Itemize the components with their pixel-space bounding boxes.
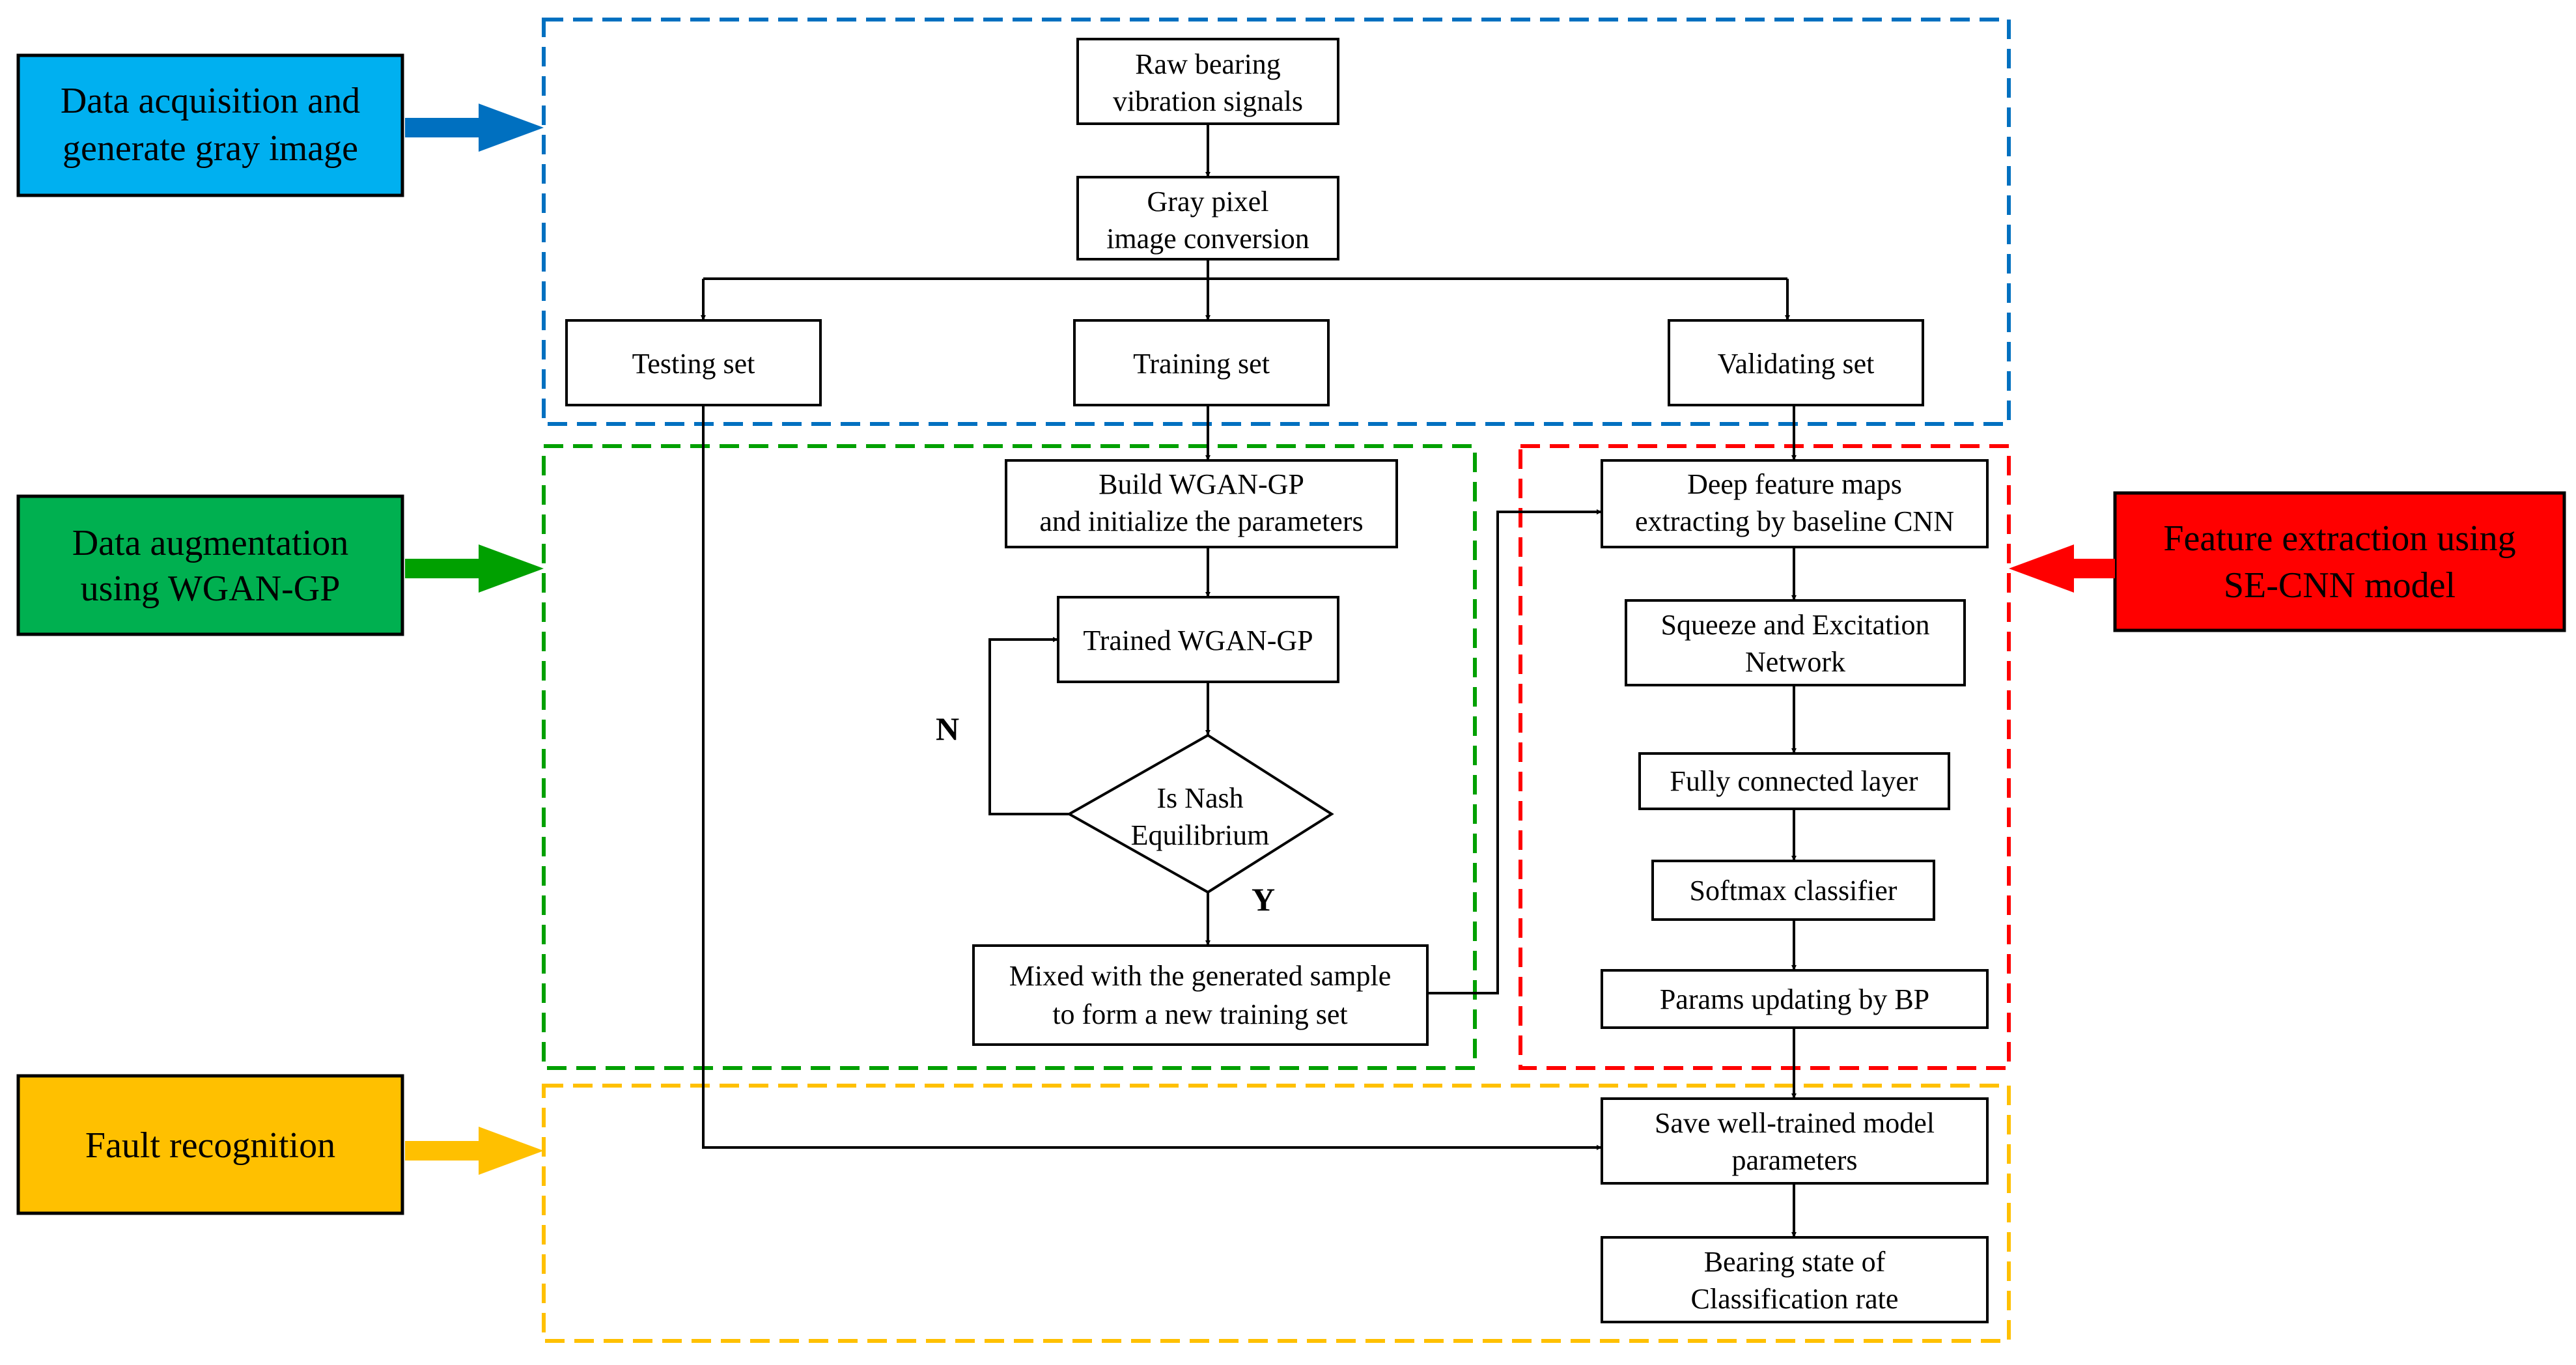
stage-augmentation-line-2: using WGAN-GP <box>81 569 341 609</box>
decision-yes-label: Y <box>1252 881 1275 918</box>
stage-extraction: Feature extraction using SE-CNN model <box>2113 491 2566 632</box>
node-params-update <box>1601 969 1989 1029</box>
node-nash-check <box>1066 733 1334 894</box>
region-recognition <box>542 1084 2011 1343</box>
node-testing-set <box>565 319 822 406</box>
node-build-wgan-line-2: and initialize the parameters <box>1039 505 1363 537</box>
edge-testing-to-save <box>702 405 1602 1150</box>
stage-extraction-line-2: SE-CNN model <box>2224 565 2456 606</box>
stage-arrow-augmentation <box>405 544 544 593</box>
stage-arrow-recognition <box>405 1127 544 1175</box>
node-save-model-line-2: parameters <box>1732 1144 1858 1176</box>
node-gray-conversion <box>1076 176 1339 260</box>
stage-augmentation: Data augmentation using WGAN-GP <box>16 494 404 636</box>
stage-recognition: Fault recognition <box>16 1074 404 1215</box>
stage-acquisition-line-1: Data acquisition and <box>61 81 360 121</box>
node-validating-set-label: Validating set <box>1718 348 1875 380</box>
stage-acquisition-line-2: generate gray image <box>63 128 358 169</box>
node-save-model <box>1601 1097 1989 1185</box>
node-bearing-state-line-1: Bearing state of <box>1704 1246 1886 1278</box>
node-mixed-samples-line-1: Mixed with the generated sample <box>1009 960 1391 992</box>
region-augmentation <box>542 444 1477 1070</box>
node-build-wgan <box>1005 459 1398 548</box>
node-build-wgan-line-1: Build WGAN-GP <box>1099 468 1304 500</box>
node-softmax <box>1651 860 1935 921</box>
node-squeeze-excitation <box>1625 599 1966 686</box>
node-deep-features-line-2: extracting by baseline CNN <box>1635 505 1954 537</box>
stage-arrow-extraction <box>2009 544 2115 593</box>
edge-nash-no-loop <box>988 637 1069 815</box>
node-squeeze-excitation-line-2: Network <box>1745 646 1845 678</box>
node-deep-features-line-1: Deep feature maps <box>1687 468 1902 500</box>
stage-arrow-acquisition <box>405 104 544 152</box>
node-nash-check-line-2: Equilibrium <box>1131 819 1270 851</box>
region-acquisition <box>542 18 2011 426</box>
edge-mixed-to-deep <box>1427 509 1602 994</box>
node-bearing-state-line-2: Classification rate <box>1691 1283 1899 1315</box>
region-extraction <box>1519 444 2011 1070</box>
node-raw-signals-line-1: Raw bearing <box>1135 48 1281 80</box>
node-trained-wgan <box>1057 596 1339 683</box>
node-gray-conversion-line-2: image conversion <box>1106 223 1309 255</box>
stage-recognition-line-1: Fault recognition <box>85 1125 335 1166</box>
stage-augmentation-line-1: Data augmentation <box>72 523 349 563</box>
node-mixed-samples-line-2: to form a new training set <box>1052 998 1347 1030</box>
node-squeeze-excitation-line-1: Squeeze and Excitation <box>1661 609 1930 641</box>
stage-extraction-line-1: Feature extraction using <box>2163 518 2515 559</box>
node-raw-signals <box>1076 38 1339 125</box>
node-save-model-line-1: Save well-trained model <box>1655 1107 1935 1139</box>
node-nash-check-line-1: Is Nash <box>1156 782 1243 814</box>
node-training-set <box>1073 319 1330 406</box>
stage-acquisition: Data acquisition and generate gray image <box>16 53 404 197</box>
node-mixed-samples <box>972 944 1429 1046</box>
node-deep-features <box>1601 459 1989 548</box>
node-fully-connected-label: Fully connected layer <box>1670 765 1918 797</box>
decision-no-label: N <box>936 711 959 747</box>
node-raw-signals-line-2: vibration signals <box>1113 85 1303 117</box>
node-trained-wgan-label: Trained WGAN-GP <box>1083 625 1313 656</box>
node-gray-conversion-line-1: Gray pixel <box>1147 186 1269 218</box>
node-bearing-state <box>1601 1236 1989 1323</box>
node-params-update-label: Params updating by BP <box>1660 983 1929 1015</box>
node-training-set-label: Training set <box>1133 348 1270 380</box>
node-testing-set-label: Testing set <box>632 348 755 380</box>
node-fully-connected <box>1638 752 1950 810</box>
node-softmax-label: Softmax classifier <box>1690 875 1897 907</box>
node-validating-set <box>1668 319 1924 406</box>
